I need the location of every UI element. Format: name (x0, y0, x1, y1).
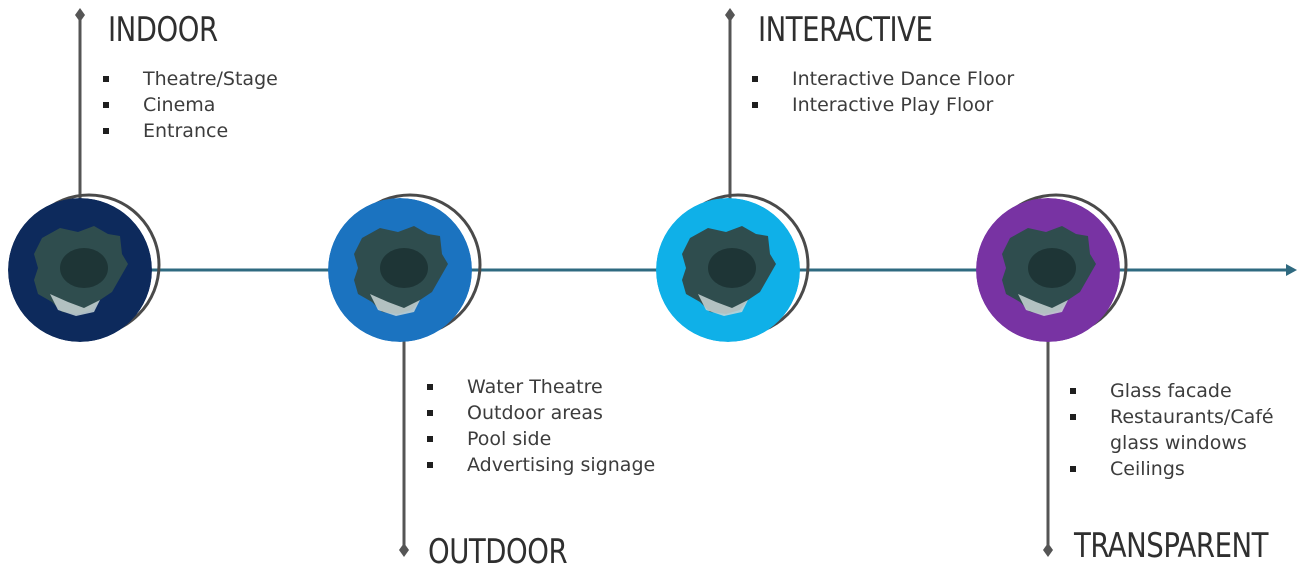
island-icon (682, 226, 776, 316)
interactive-stem-diamond-icon (725, 8, 735, 22)
transparent-circle (976, 198, 1120, 342)
timeline-arrow-icon (1286, 264, 1297, 276)
indoor-stem-diamond-icon (75, 8, 85, 22)
outdoor-items: Water Theatre Outdoor areas Pool side Ad… (425, 374, 655, 478)
island-icon (354, 226, 448, 316)
island-icon (34, 226, 128, 316)
outdoor-title: OUTDOOR (428, 532, 568, 572)
transparent-title: TRANSPARENT (1074, 526, 1269, 566)
list-item: Interactive Play Floor (750, 92, 1014, 118)
list-item: Theatre/Stage (101, 66, 278, 92)
outdoor-circle (328, 198, 472, 342)
indoor-title: INDOOR (108, 10, 218, 50)
list-item: Entrance (101, 118, 278, 144)
interactive-items: Interactive Dance Floor Interactive Play… (750, 66, 1014, 118)
list-item: Interactive Dance Floor (750, 66, 1014, 92)
outdoor-stem-diamond-icon (399, 543, 409, 557)
list-item: Glass facade (1068, 378, 1274, 404)
transparent-stem-diamond-icon (1043, 543, 1053, 557)
list-item-continuation-text: glass windows (1110, 432, 1247, 454)
list-item: Pool side (425, 426, 655, 452)
list-item: Ceilings (1068, 456, 1274, 482)
transparent-items: Glass facade Restaurants/Café glass wind… (1068, 378, 1274, 482)
list-item: Advertising signage (425, 452, 655, 478)
interactive-title: INTERACTIVE (758, 10, 933, 50)
list-item: Cinema (101, 92, 278, 118)
indoor-circle (8, 198, 152, 342)
list-item: Water Theatre (425, 374, 655, 400)
list-item: Restaurants/Café (1068, 404, 1274, 430)
interactive-circle (656, 198, 800, 342)
indoor-items: Theatre/Stage Cinema Entrance (101, 66, 278, 144)
island-icon (1002, 226, 1096, 316)
list-item-continuation: glass windows (1068, 430, 1274, 456)
list-item: Outdoor areas (425, 400, 655, 426)
